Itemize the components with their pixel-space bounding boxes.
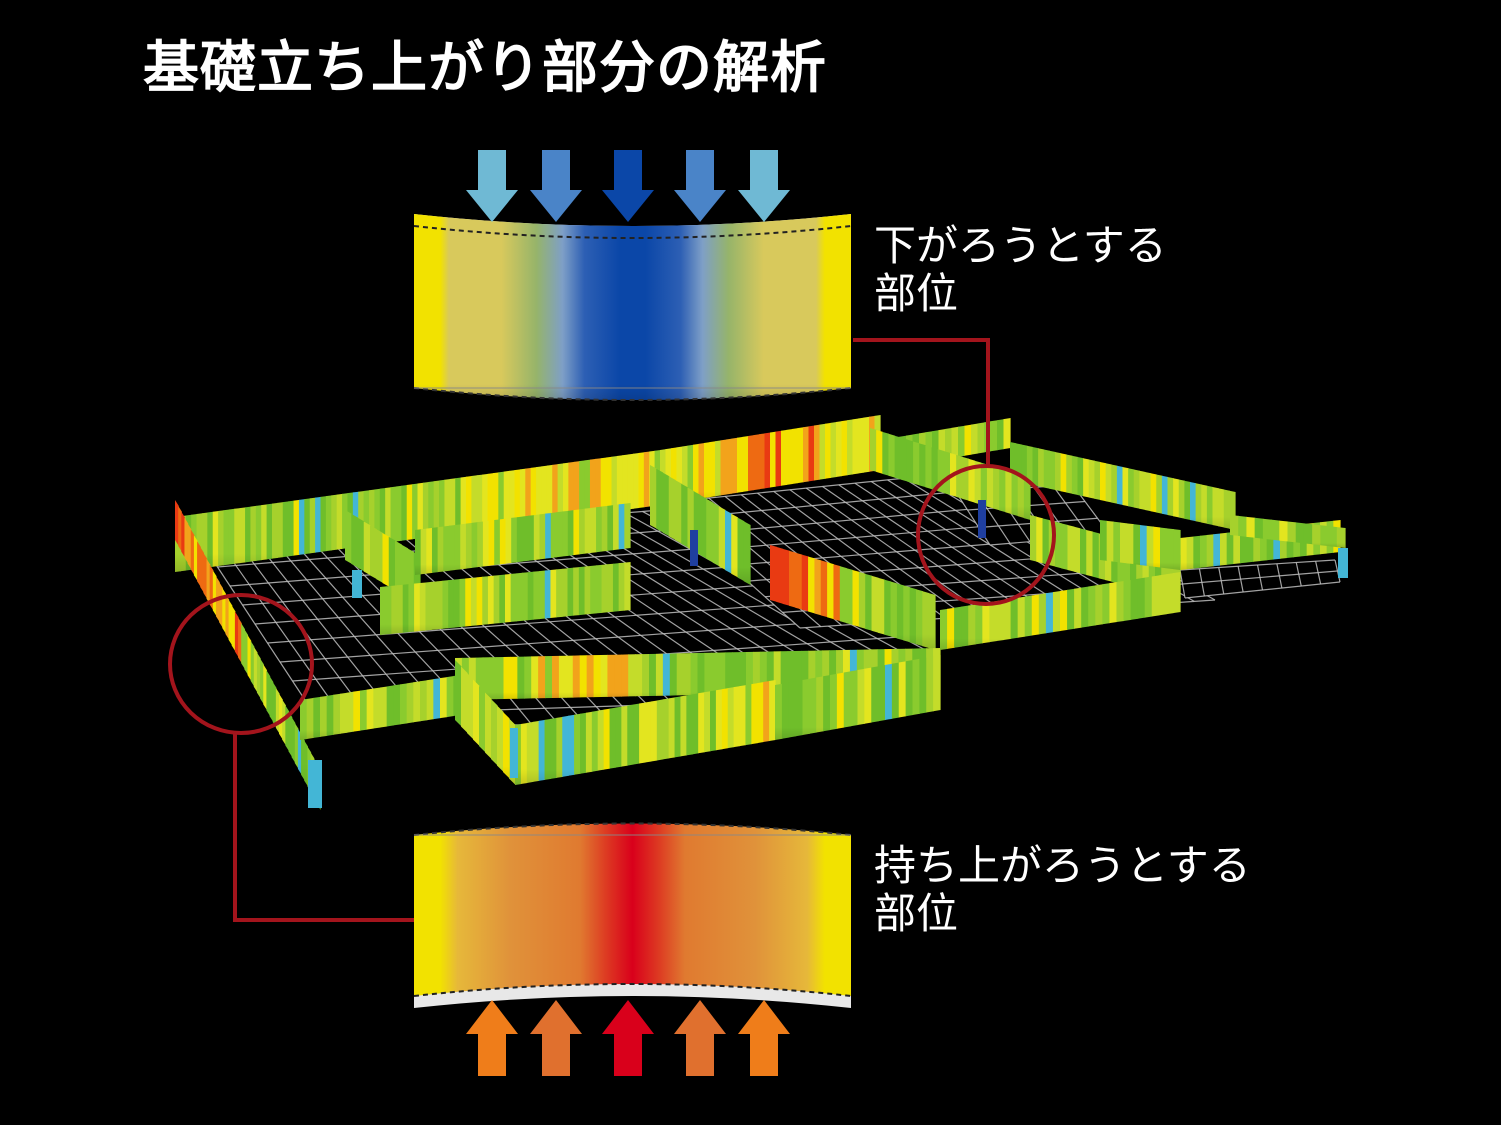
low-point-marker [978,500,986,538]
wall-front-left [300,675,461,740]
lifting-stress-gradient [414,823,851,1007]
callout-sinking [853,338,1056,606]
down-arrow-icon [738,150,790,222]
down-arrow-icon [530,150,582,222]
down-arrow-icon [674,150,726,222]
wall-right-top [1230,515,1346,548]
up-arrow-icon [738,1000,790,1076]
sinking-label-line1: 下がろうとする [874,221,1167,270]
wall-right-back [1010,442,1236,530]
wall-inner-3 [380,562,631,635]
wall-inner-2 [415,503,631,575]
sinking-label-line2: 部位 [874,269,959,318]
up-arrow-icon [530,1000,582,1076]
wall-front-low [515,680,776,785]
wall-front-right [775,655,941,740]
foundation-model [175,415,1348,810]
highlight-circle-lifting [168,593,314,735]
wall-front-far [940,572,1181,650]
callout-line-sinking [853,338,990,468]
lifting-label: 持ち上がろうとする 部位 [874,842,1251,938]
sinking-label: 下がろうとする 部位 [874,222,1167,318]
callout-lifting [168,593,414,922]
sinking-beam-detail [413,150,852,401]
page-title: 基礎立ち上がり部分の解析 [143,36,827,101]
lifting-label-line1: 持ち上がろうとする [874,841,1251,890]
lifting-beam-detail [413,822,852,1076]
wall-inner-8 [1100,520,1181,570]
down-arrow-icon [602,150,654,222]
highlight-circle-sinking [916,464,1056,606]
wall-front-step [455,660,516,785]
callout-line-lifting [233,733,414,922]
wall-inner-5 [770,545,936,650]
floor-right [1179,559,1341,599]
up-arrow-icon [674,1000,726,1076]
lifting-label-line2: 部位 [874,889,959,938]
beam-bottom-surface [414,984,851,1008]
up-arrow-icon [602,1000,654,1076]
up-arrow-icon [466,1000,518,1076]
down-arrow-icon [466,150,518,222]
